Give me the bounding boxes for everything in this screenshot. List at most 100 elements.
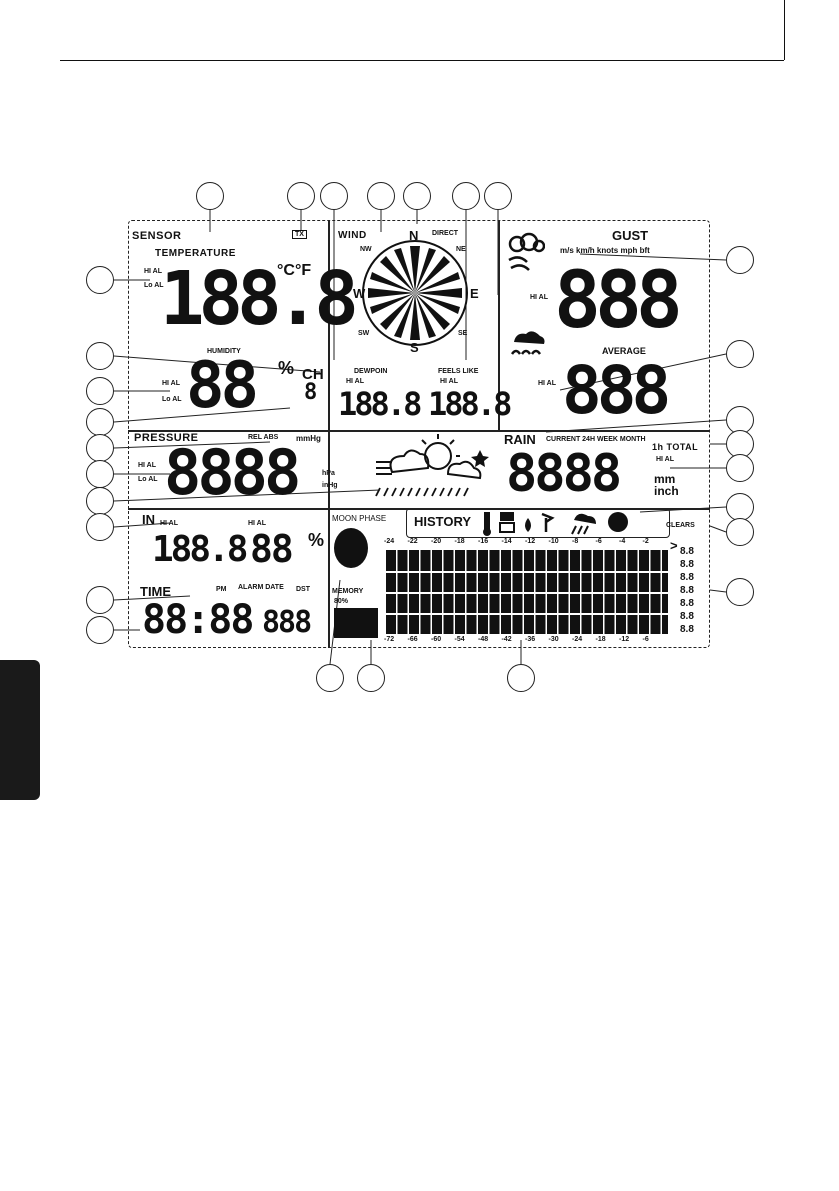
- history-axis-tick: -12: [619, 636, 630, 643]
- humidity-percent: %: [278, 358, 295, 378]
- indoor-humidity-digits: 88: [250, 527, 294, 571]
- graph-row-divider: [386, 592, 668, 594]
- callout-circle: [726, 518, 754, 546]
- channel-digit: 8: [304, 380, 318, 405]
- time-digits: 88:88: [142, 597, 254, 643]
- divider: [328, 220, 330, 508]
- pm-label: PM: [216, 586, 227, 593]
- wind-label: WIND: [338, 230, 367, 241]
- memory-bar: [334, 608, 378, 638]
- compass-north: N: [409, 228, 419, 243]
- history-axis-tick: -4: [619, 538, 626, 545]
- indoor-percent: %: [308, 530, 325, 550]
- dew-point-digits: 188.8: [338, 385, 422, 423]
- pressure-lo-al: Lo AL: [138, 476, 158, 483]
- history-axis-tick: -42: [501, 636, 512, 643]
- crop-mark-vertical: [784, 0, 785, 60]
- callout-circle: [86, 266, 114, 294]
- callout-circle: [86, 487, 114, 515]
- history-axis-tick: -16: [478, 538, 489, 545]
- wind-direct-label: DIRECT: [432, 230, 459, 237]
- compass-east: E: [470, 286, 479, 301]
- callout-circle: [403, 182, 431, 210]
- lcd-display-outline: [128, 220, 710, 648]
- pressure-label: PRESSURE: [134, 432, 199, 444]
- pressure-hi-al: HI AL: [138, 462, 157, 469]
- callout-circle: [367, 182, 395, 210]
- callout-circle: [507, 664, 535, 692]
- history-axis-tick: -48: [478, 636, 489, 643]
- compass-ne: NE: [456, 246, 466, 253]
- temperature-digits: 188.8: [160, 256, 359, 342]
- date-digits: 888: [262, 605, 312, 640]
- tx-icon: TX: [292, 230, 307, 239]
- humidity-digits: 88: [186, 349, 259, 423]
- feels-like-digits: 188.8: [428, 385, 512, 423]
- rain-hi-al: HI AL: [656, 456, 675, 463]
- callout-circle: [86, 460, 114, 488]
- compass-nw: NW: [360, 246, 372, 253]
- hi-al-label: HI AL: [144, 268, 163, 275]
- history-axis-tick: -6: [642, 636, 649, 643]
- callout-circle: [452, 182, 480, 210]
- callout-circle: [86, 513, 114, 541]
- channel-label: CH: [302, 366, 324, 383]
- history-axis-tick: -18: [454, 538, 465, 545]
- lo-al-label: Lo AL: [162, 396, 182, 403]
- history-axis-tick: -54: [454, 636, 465, 643]
- history-side-value: 8.8: [680, 559, 694, 570]
- rain-total: 1h TOTAL: [652, 442, 699, 452]
- memory-percent: 80%: [334, 598, 349, 605]
- history-axis-tick: -2: [642, 538, 649, 545]
- time-label: TIME: [140, 584, 172, 599]
- divider: [498, 220, 500, 430]
- moon-phase-label: MOON PHASE: [332, 514, 387, 523]
- weather-forecast-icon: [375, 434, 489, 497]
- pressure-digits: 8888: [164, 436, 301, 509]
- compass-sw: SW: [358, 330, 370, 337]
- history-axis-tick: -10: [548, 538, 559, 545]
- gust-label: GUST: [612, 228, 649, 243]
- gust-units: m/s km/h knots mph bft: [560, 246, 650, 255]
- history-axis-tick: -8: [572, 538, 579, 545]
- sensor-label: SENSOR: [132, 230, 182, 242]
- callout-circle: [316, 664, 344, 692]
- rain-mm: mm: [654, 472, 676, 486]
- history-side-value: 8.8: [680, 624, 694, 635]
- history-axis-tick: -24: [384, 538, 395, 545]
- history-axis-tick: -24: [572, 636, 583, 643]
- callout-circle: [726, 340, 754, 368]
- callout-circle: [357, 664, 385, 692]
- history-side-value: 8.8: [680, 598, 694, 609]
- history-icons: [483, 512, 628, 536]
- history-axis-tick: -14: [501, 538, 512, 545]
- moon-phase-icon: [334, 528, 368, 568]
- history-side-value: 8.8: [680, 611, 694, 622]
- history-axis-tick: -22: [407, 538, 418, 545]
- dew-hi-lo-label: HI AL: [346, 378, 365, 385]
- feels-hi-lo-label: HI AL: [440, 378, 459, 385]
- divider: [328, 508, 330, 648]
- gust-hi-al-label: HI AL: [530, 294, 549, 301]
- feels-like-label: FEELS LIKE: [438, 368, 479, 375]
- rain-inch: inch: [654, 484, 679, 498]
- rain-label: RAIN: [504, 432, 536, 447]
- language-side-tab: [0, 660, 40, 800]
- indoor-hum-hi-lo: HI AL: [248, 520, 267, 527]
- history-axis-tick: -72: [384, 636, 395, 643]
- callout-circle: [726, 406, 754, 434]
- history-side-arrow: >: [670, 538, 678, 553]
- callout-circle: [484, 182, 512, 210]
- callout-circle: [726, 246, 754, 274]
- history-frame: [406, 508, 670, 538]
- history-side-value: 8.8: [680, 585, 694, 596]
- average-digits: 888: [562, 352, 671, 429]
- hi-al-label: HI AL: [162, 380, 181, 387]
- history-side-value: 8.8: [680, 572, 694, 583]
- callout-circle: [726, 454, 754, 482]
- history-axis-tick: -18: [595, 636, 606, 643]
- pressure-inhg: inHg: [322, 482, 338, 489]
- clears-label: CLEARS: [666, 522, 695, 529]
- compass-west: W: [353, 286, 366, 301]
